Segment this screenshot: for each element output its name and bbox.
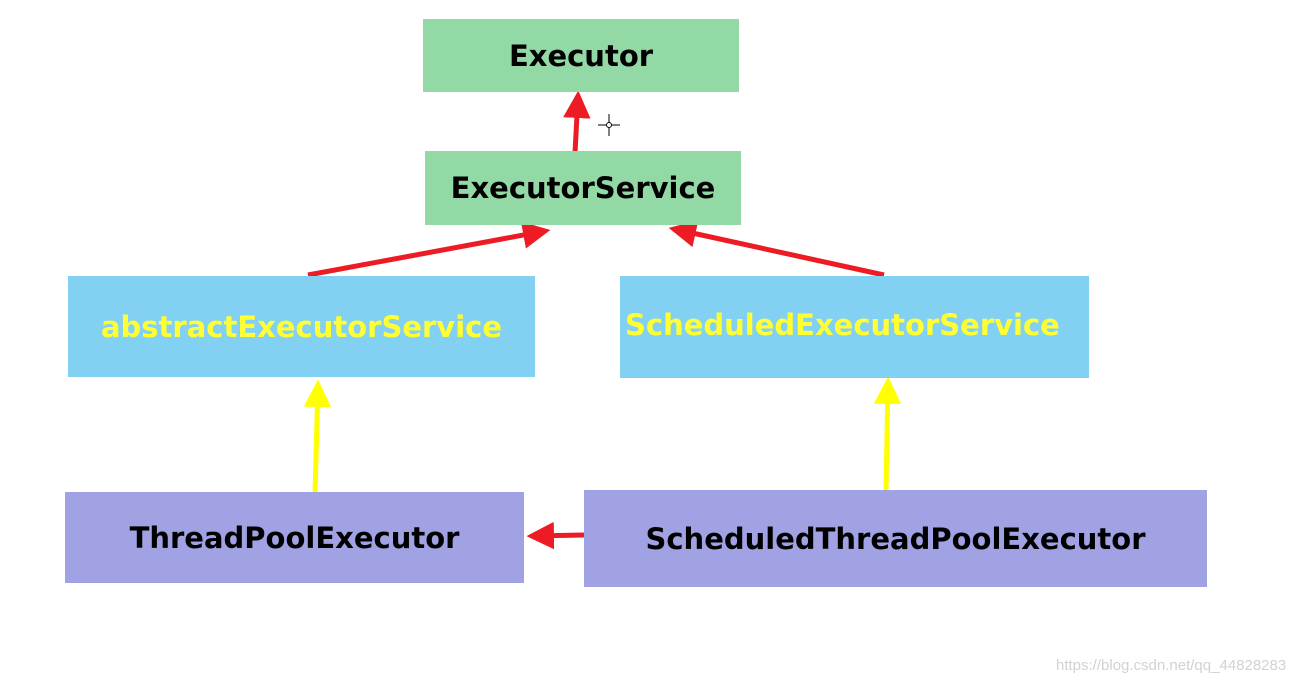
node-abstract-executor-service: abstractExecutorService (68, 276, 535, 377)
crosshair-cursor-icon (598, 114, 620, 136)
node-thread-pool-executor: ThreadPoolExecutor (65, 492, 524, 583)
node-executor: Executor (423, 19, 739, 92)
edge-scheduledthreadpool-to-scheduledservice (873, 376, 902, 492)
watermark: https://blog.csdn.net/qq_44828283 (1056, 657, 1287, 674)
edge-scheduledthreadpool-to-threadpool (526, 521, 585, 550)
edge-abstract-to-executorservice (307, 221, 551, 278)
node-scheduled-thread-pool-executor-label: ScheduledThreadPoolExecutor (645, 521, 1146, 556)
node-thread-pool-executor-label: ThreadPoolExecutor (129, 520, 460, 555)
node-executor-service-label: ExecutorService (450, 171, 716, 205)
edge-threadpool-to-abstract (303, 379, 332, 494)
node-abstract-executor-service-label: abstractExecutorService (100, 309, 503, 344)
node-scheduled-executor-service-label: ScheduledExecutorService (625, 308, 1060, 342)
node-executor-service: ExecutorService (425, 151, 741, 225)
node-executor-label: Executor (508, 38, 654, 73)
edge-scheduledservice-to-executorservice (668, 220, 885, 278)
edge-executorservice-to-executor (563, 90, 591, 154)
node-scheduled-executor-service: ScheduledExecutorService (620, 276, 1089, 378)
node-scheduled-thread-pool-executor: ScheduledThreadPoolExecutor (584, 490, 1207, 587)
